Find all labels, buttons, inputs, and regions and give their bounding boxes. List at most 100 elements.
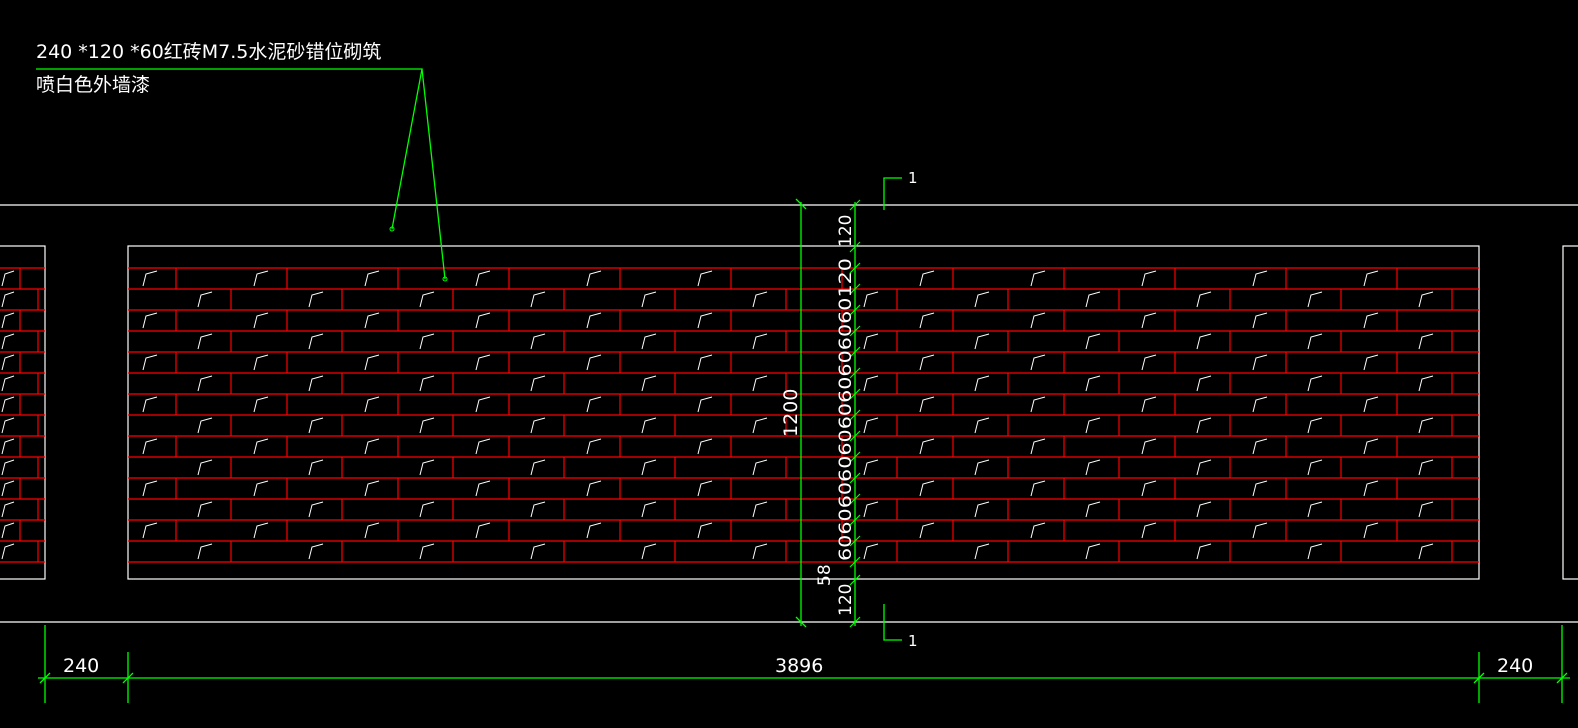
- brick-hatch: [1, 333, 15, 350]
- brick-hatch: [1, 354, 15, 371]
- brick-hatch: [1196, 417, 1212, 434]
- brick-hatch: [752, 543, 768, 560]
- brick-hatch: [1, 438, 15, 455]
- course-dim-tick: [849, 409, 861, 421]
- note-line-1: 240 *120 *60红砖M7.5水泥砂错位砌筑: [36, 41, 381, 63]
- brick-hatch: [253, 396, 269, 413]
- brick-hatch: [974, 543, 990, 560]
- brick-hatch: [1030, 396, 1046, 413]
- brick-hatch: [1, 396, 15, 413]
- course-dim-tick: [849, 556, 861, 568]
- brick-panel-right: [1562, 245, 1578, 580]
- brick-hatch: [475, 522, 491, 539]
- brick-hatch: [530, 543, 546, 560]
- brick-hatch: [586, 312, 602, 329]
- brick-hatch: [863, 375, 879, 392]
- brick-hatch: [364, 270, 380, 287]
- brick-hatch: [1307, 375, 1323, 392]
- course-dim-tick: [849, 199, 861, 211]
- brick-hatch: [1, 375, 15, 392]
- brick-hatch: [1196, 459, 1212, 476]
- brick-hatch: [1141, 522, 1157, 539]
- brick-hatch: [641, 417, 657, 434]
- brick-hatch: [1, 312, 15, 329]
- brick-hatch: [1363, 438, 1379, 455]
- brick-hatch: [863, 291, 879, 308]
- brick-hatch: [752, 375, 768, 392]
- brick-hatch: [1418, 459, 1434, 476]
- brick-hatch: [1141, 312, 1157, 329]
- brick-hatch: [419, 501, 435, 518]
- brick-hatch: [974, 459, 990, 476]
- course-dim-tick: [849, 241, 861, 253]
- course-dim-tick: [849, 346, 861, 358]
- brick-hatch: [475, 312, 491, 329]
- brick-hatch: [253, 312, 269, 329]
- brick-hatch: [1141, 438, 1157, 455]
- course-dim-tick: [849, 325, 861, 337]
- height-dim-tick-top: [795, 198, 807, 210]
- course-dim-ticks: [849, 199, 861, 628]
- brick-hatch: [1418, 417, 1434, 434]
- brick-hatch: [142, 480, 158, 497]
- brick-hatch: [863, 543, 879, 560]
- brick-hatch: [1030, 438, 1046, 455]
- brick-hatch: [419, 333, 435, 350]
- brick-hatch: [253, 354, 269, 371]
- brick-hatch: [530, 459, 546, 476]
- brick-hatch: [1, 543, 15, 560]
- brick-hatch: [1085, 543, 1101, 560]
- brick-hatch: [974, 501, 990, 518]
- course-dim-tick: [849, 472, 861, 484]
- brick-hatch: [697, 522, 713, 539]
- brick-hatch: [142, 270, 158, 287]
- brick-hatch: [1, 522, 15, 539]
- brick-hatch: [197, 375, 213, 392]
- brick-hatch: [1085, 459, 1101, 476]
- brick-hatch: [1030, 312, 1046, 329]
- brick-hatch: [364, 522, 380, 539]
- brick-hatch: [530, 291, 546, 308]
- brick-hatch: [586, 396, 602, 413]
- brick-hatch: [641, 375, 657, 392]
- brick-hatch: [1363, 270, 1379, 287]
- brick-hatch: [1252, 354, 1268, 371]
- section-mark-top: [883, 177, 902, 210]
- brick-hatch: [919, 438, 935, 455]
- brick-hatch: [974, 375, 990, 392]
- brick-hatch: [364, 438, 380, 455]
- course-dim-tick: [849, 616, 861, 628]
- brick-panel-main: [127, 245, 1480, 580]
- brick-hatch: [530, 375, 546, 392]
- brick-hatch: [419, 291, 435, 308]
- brick-hatch: [475, 480, 491, 497]
- brick-hatch: [308, 333, 324, 350]
- course-dim-tick: [849, 493, 861, 505]
- horizontal-dimensions: [38, 625, 1570, 703]
- brick-hatch: [142, 438, 158, 455]
- brick-hatch: [1307, 459, 1323, 476]
- brick-hatch: [1196, 501, 1212, 518]
- brick-hatch: [1030, 354, 1046, 371]
- brick-hatch: [1085, 501, 1101, 518]
- brick-hatch: [1030, 480, 1046, 497]
- course-dim-tick: [849, 451, 861, 463]
- brick-hatch: [1363, 396, 1379, 413]
- brick-hatch: [1307, 333, 1323, 350]
- course-dim-tick: [849, 574, 861, 586]
- brick-hatch: [697, 354, 713, 371]
- dim-height-1200: 1200: [780, 389, 802, 437]
- brick-hatch: [1418, 501, 1434, 518]
- horiz-tick-4: [1556, 672, 1568, 684]
- brick-hatch: [974, 333, 990, 350]
- height-dim-tick-bottom: [795, 616, 807, 628]
- brick-hatch: [697, 438, 713, 455]
- brick-hatch: [752, 291, 768, 308]
- dim-right-240: 240: [1497, 655, 1533, 677]
- brick-hatch: [863, 417, 879, 434]
- brick-hatch: [697, 480, 713, 497]
- brick-hatch: [197, 543, 213, 560]
- brick-hatch: [419, 459, 435, 476]
- section-label-bottom: 1: [908, 632, 918, 650]
